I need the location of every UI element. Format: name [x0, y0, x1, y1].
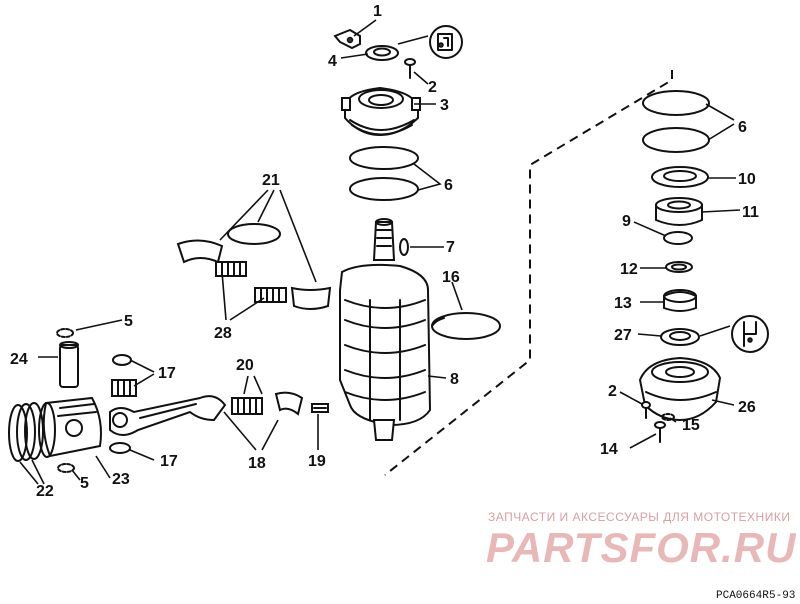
part-28-needle-bearings	[215, 261, 287, 303]
callout-26: 26	[738, 399, 756, 416]
callout-21: 21	[262, 172, 280, 189]
part-23-piston	[38, 396, 102, 458]
page-number: 5-93	[769, 590, 795, 602]
dashed-divider	[384, 70, 673, 476]
callout-10: 10	[738, 171, 756, 188]
callout-7: 7	[446, 239, 455, 256]
part-22-piston-rings	[8, 402, 44, 462]
callout-1: 1	[373, 3, 382, 20]
part-10-seal	[651, 166, 709, 188]
part-11-bearing	[655, 197, 703, 226]
callout-2: 2	[428, 79, 437, 96]
callout-9: 9	[622, 213, 631, 230]
part-17-thrust-washers	[109, 354, 137, 454]
part-9-retaining-ring	[663, 231, 693, 245]
part-13-bushing	[663, 289, 697, 312]
part-26-lower-housing	[638, 356, 722, 422]
callout-27: 27	[614, 327, 632, 344]
callout-4: 4	[328, 53, 337, 70]
part-12-seal	[665, 261, 693, 273]
callout-24: 24	[10, 351, 28, 368]
callout-13: 13	[614, 295, 632, 312]
part-14-bolt	[654, 421, 666, 443]
part-7-clip	[399, 238, 409, 256]
callout-5-lower: 5	[80, 475, 89, 492]
part-16-retaining-ring	[431, 312, 501, 340]
part-15-washer	[661, 413, 675, 421]
part-6-o-rings	[349, 146, 419, 201]
callout-23: 23	[112, 471, 130, 488]
part-4-seal	[365, 45, 399, 61]
leader-lines	[19, 19, 741, 485]
callout-2-right: 2	[608, 383, 617, 400]
watermark-tagline: ЗАПЧАСТИ И АКСЕССУАРЫ ДЛЯ МОТОТЕХНИКИ	[488, 510, 790, 524]
part-27-seal	[660, 328, 700, 346]
callout-18: 18	[248, 455, 266, 472]
part-8-crankshaft	[339, 218, 432, 441]
callout-3: 3	[440, 97, 449, 114]
callout-17: 17	[158, 365, 176, 382]
callout-11: 11	[742, 204, 759, 221]
part-5-washer	[56, 328, 74, 338]
part-21-bearing-set	[176, 223, 332, 310]
callout-6-right: 6	[738, 119, 747, 136]
part-18-connecting-rod	[109, 391, 304, 436]
part-1-bracket	[333, 28, 361, 50]
drawing-code: PCA0664R	[716, 590, 769, 602]
callout-28: 28	[214, 325, 232, 342]
callout-22: 22	[36, 483, 54, 500]
callout-20: 20	[236, 357, 254, 374]
footer: PCA0664R 5-93	[716, 590, 795, 602]
callout-17-lower: 17	[160, 453, 178, 470]
callout-12: 12	[620, 261, 638, 278]
oil-can-icon	[429, 25, 463, 59]
part-24-piston-pin	[59, 341, 79, 388]
callout-6: 6	[444, 177, 453, 194]
part-6-o-rings-right	[642, 90, 710, 153]
watermark-logo: PARTSFOR.RU	[486, 524, 797, 571]
part-5-washer-lower	[57, 463, 75, 473]
part-19-rod-bolt	[311, 403, 329, 413]
callout-numbers: 1 4 2 3 6 7 16 8 21 28 5 24 17 20 17 18 …	[10, 3, 759, 500]
part-2-bolt-right	[641, 401, 651, 419]
callout-8: 8	[450, 371, 459, 388]
watermark: ЗАПЧАСТИ И АКСЕССУАРЫ ДЛЯ МОТОТЕХНИКИ PA…	[486, 510, 797, 571]
callout-16: 16	[442, 269, 460, 286]
callout-5: 5	[124, 313, 133, 330]
grease-icon	[731, 315, 769, 353]
callout-14: 14	[600, 441, 618, 458]
callout-15: 15	[682, 417, 700, 434]
part-3-upper-housing	[341, 86, 421, 137]
callout-19: 19	[308, 453, 326, 470]
part-2-bolt	[404, 58, 416, 79]
